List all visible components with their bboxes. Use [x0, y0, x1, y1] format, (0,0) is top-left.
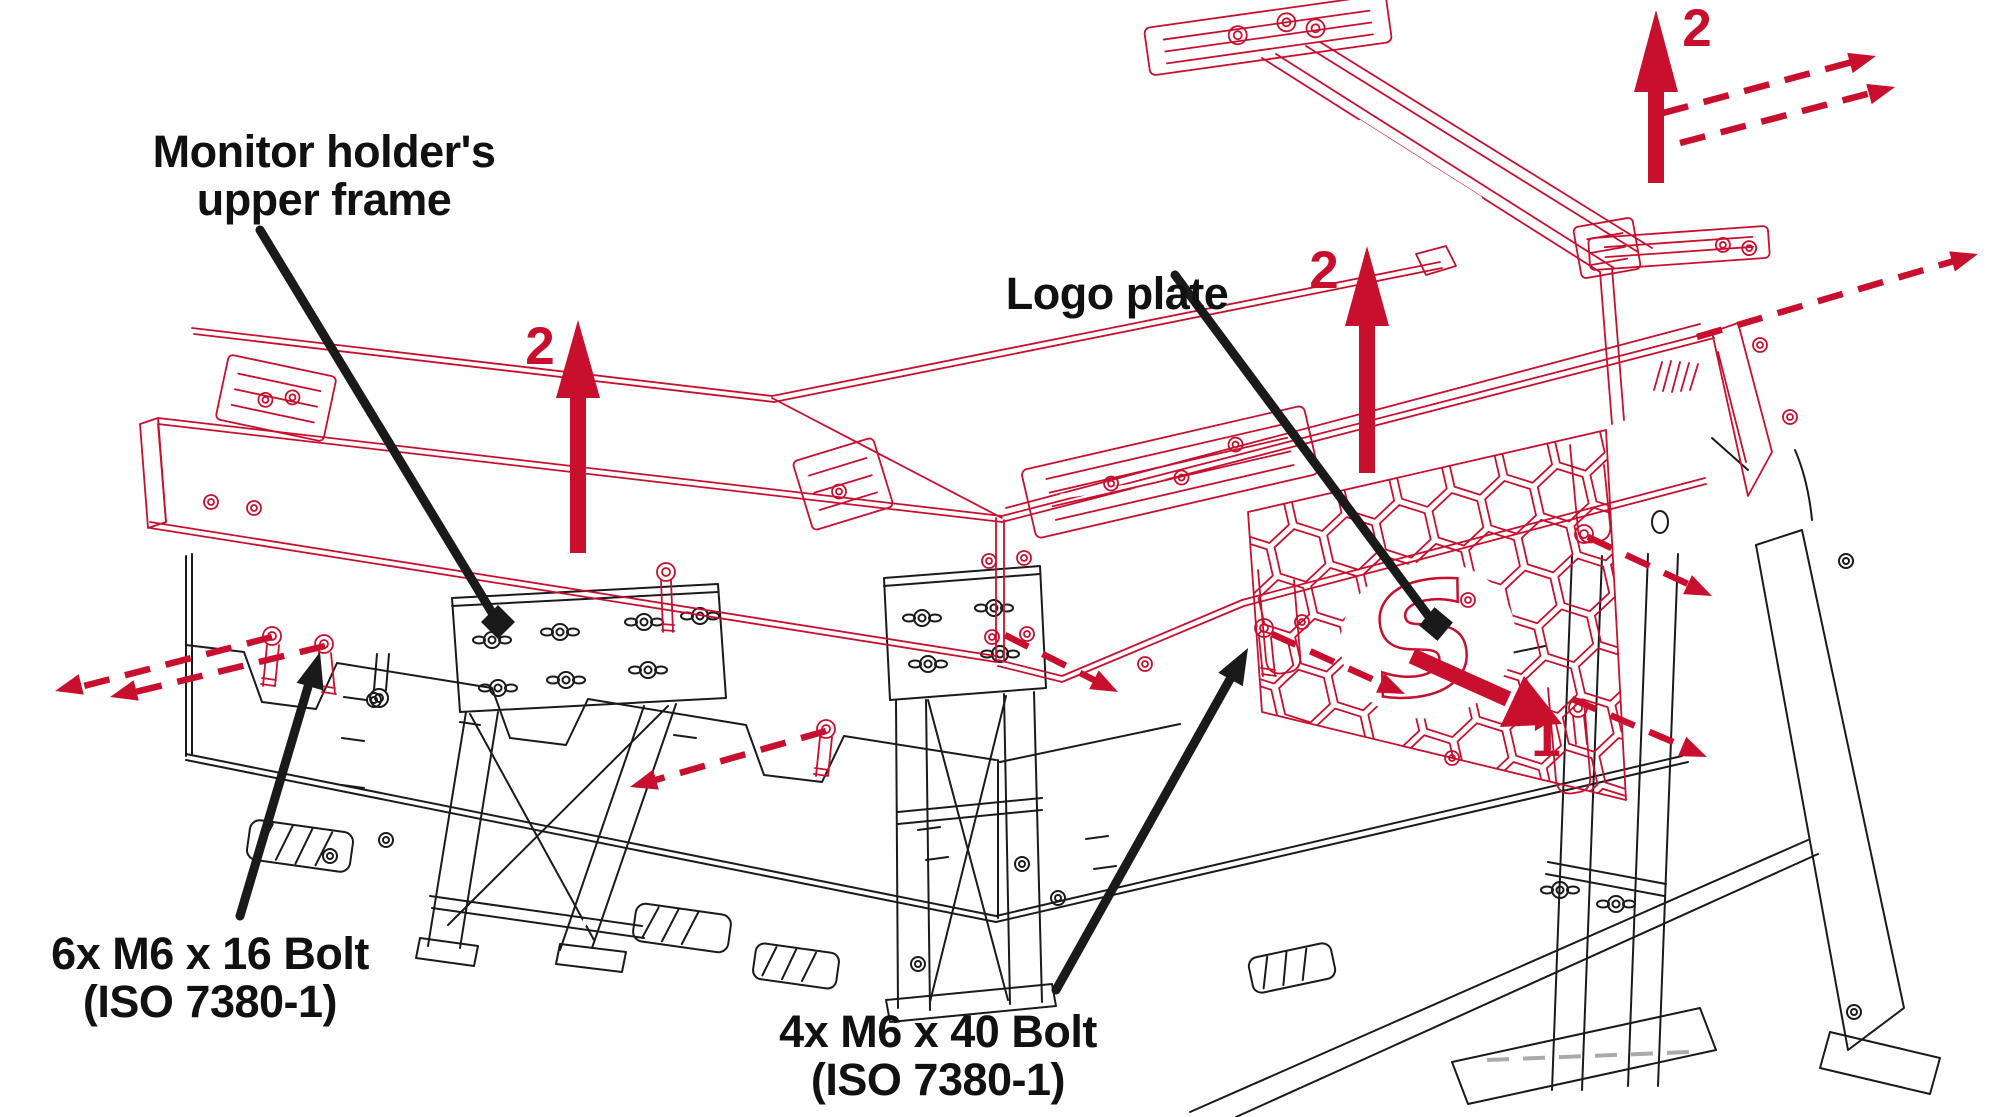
m6x16-bolt-label-line2: (ISO 7380-1) — [82, 976, 338, 1028]
right-side-panel — [1651, 437, 1941, 1095]
m6x40-bolt-label: 4x M6 x 40 Bolt (ISO 7380-1) — [779, 1006, 1097, 1106]
logo-plate-label: Logo plate — [1005, 268, 1229, 319]
mounting-plate — [215, 354, 337, 442]
m6x40-bolt-icon — [1254, 618, 1277, 677]
m6x40-bolt-label-line1: 4x M6 x 40 Bolt — [779, 1006, 1097, 1057]
step2-up-arrow-icon — [556, 320, 600, 553]
foot-bracket — [1247, 942, 1337, 994]
step2-number: 2 — [1309, 241, 1339, 300]
upper-frame-label: Monitor holder's upper frame — [152, 126, 496, 226]
m6x16-bolt-icon — [260, 626, 282, 687]
logo-plate: S — [1217, 429, 1688, 875]
m6x40-bolt-icon — [813, 719, 836, 777]
foot-bracket — [752, 942, 840, 990]
insert-direction-dashed-arrows — [52, 45, 1981, 798]
mounting-plate-long — [1021, 405, 1319, 539]
left-leg-assembly — [415, 583, 727, 973]
mounting-plate — [792, 437, 894, 531]
step1-number: 1 — [1531, 709, 1561, 768]
hook-slot — [1547, 687, 1592, 795]
middle-leg-assembly — [883, 565, 1057, 1023]
step1-diagonal-arrow-icon — [1408, 648, 1562, 727]
m6x16-bolt-label: 6x M6 x 16 Bolt (ISO 7380-1) — [51, 928, 369, 1028]
leader-arrow-m6x16 — [235, 648, 334, 921]
step2-up-arrow-icon — [1634, 10, 1678, 183]
m6x40-bolt-label-line2: (ISO 7380-1) — [810, 1054, 1066, 1106]
m6x40-bolt-icon — [1568, 698, 1588, 745]
leader-arrow-m6x40 — [1051, 641, 1261, 995]
foot-bracket — [632, 902, 732, 954]
leader-line-logo-plate — [1170, 270, 1453, 641]
step2-number: 2 — [1682, 0, 1712, 58]
m6x16-bolt-label-line1: 6x M6 x 16 Bolt — [51, 928, 369, 979]
m6x16-bolt-icon — [656, 562, 676, 633]
hook-slot — [1257, 569, 1302, 675]
step2-up-arrow-icon — [1345, 246, 1389, 473]
upper-frame-label-line1: Monitor holder's — [152, 126, 496, 177]
monitor-mount-bracket — [1143, 0, 1771, 425]
mounting-plate — [1587, 225, 1771, 271]
step2-number: 2 — [525, 317, 555, 376]
right-leg-assembly — [1189, 553, 1819, 1117]
upper-frame-label-line2: upper frame — [196, 174, 452, 226]
upper-frame — [139, 245, 1798, 683]
